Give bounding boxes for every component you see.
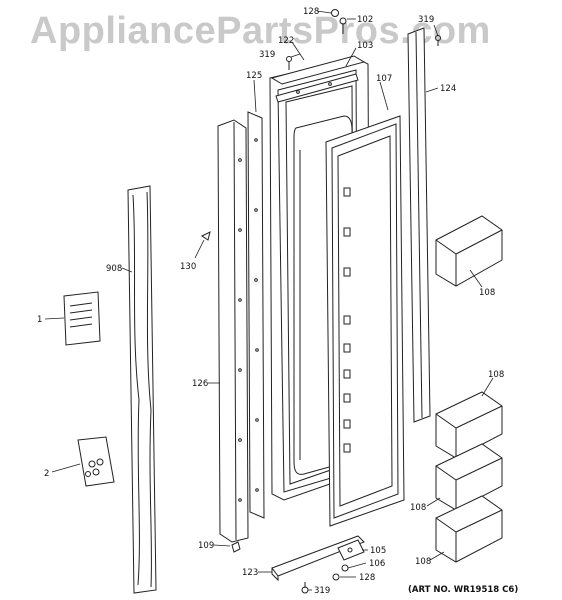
door-bin-108-c xyxy=(435,443,503,511)
callout-103: 103 xyxy=(357,41,373,51)
callout-108-d: 108 xyxy=(415,557,431,567)
hardware-bag-2 xyxy=(77,436,115,487)
art-number: (ART NO. WR19518 C6) xyxy=(408,585,518,595)
callout-108-b: 108 xyxy=(488,370,504,380)
trim-strip-126 xyxy=(217,119,249,543)
gasket-strip-908 xyxy=(127,185,157,594)
bottom-cap-123 xyxy=(271,535,365,582)
callout-128-top: 128 xyxy=(303,7,319,17)
callout-319-bottom: 319 xyxy=(314,586,330,596)
callout-122: 122 xyxy=(278,36,294,46)
callout-108-c: 108 xyxy=(410,503,426,513)
callout-109: 109 xyxy=(198,541,214,551)
callout-126: 126 xyxy=(192,379,208,389)
leader-lines xyxy=(44,10,494,591)
callout-130: 130 xyxy=(180,262,196,272)
literature-booklet-1 xyxy=(63,291,101,346)
callout-102: 102 xyxy=(357,15,373,25)
trim-strip-124 xyxy=(407,27,431,423)
door-gasket-107 xyxy=(325,115,405,527)
top-cap-122 xyxy=(270,55,366,103)
door-bin-108-d xyxy=(435,495,503,563)
bin-mount-buttons xyxy=(343,187,351,453)
callout-908: 908 xyxy=(106,264,122,274)
hinge-bracket-105 xyxy=(337,539,365,561)
callout-319-top-right: 319 xyxy=(418,15,434,25)
callout-1: 1 xyxy=(37,315,42,325)
callout-123: 123 xyxy=(242,568,258,578)
callout-107: 107 xyxy=(376,74,392,84)
callout-105: 105 xyxy=(370,546,386,556)
callout-124: 124 xyxy=(440,84,456,94)
callout-128-bottom: 128 xyxy=(359,573,375,583)
callout-2: 2 xyxy=(44,469,49,479)
door-bin-108-b xyxy=(435,391,503,459)
liner-strip-125 xyxy=(247,111,265,519)
callout-106: 106 xyxy=(369,559,385,569)
callout-108-a: 108 xyxy=(479,288,495,298)
callout-labels: 128 102 122 319 319 103 125 107 124 130 … xyxy=(37,7,518,596)
callout-319-top-left: 319 xyxy=(259,50,275,60)
door-bin-108-a xyxy=(435,215,503,287)
callout-125: 125 xyxy=(246,71,262,81)
